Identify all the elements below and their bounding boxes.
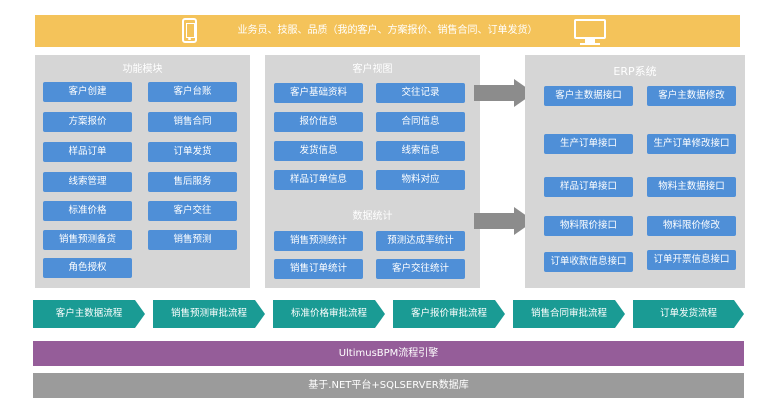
- monitor-stand: [585, 39, 595, 43]
- erp-item-material-limit-api[interactable]: 物料限价接口: [544, 216, 633, 236]
- func-item-lead-management[interactable]: 线索管理: [43, 172, 132, 192]
- func-item-customer-create[interactable]: 客户创建: [43, 82, 132, 102]
- erp-item-production-order-edit-api[interactable]: 生产订单修改接口: [647, 134, 736, 154]
- monitor-icon: [574, 19, 606, 39]
- stats-item-sales-order[interactable]: 销售订单统计: [274, 259, 363, 279]
- cust-item-basic-info[interactable]: 客户基础资料: [274, 83, 363, 103]
- cust-item-sample-order-info[interactable]: 样品订单信息: [274, 170, 363, 190]
- func-item-quotation[interactable]: 方案报价: [43, 112, 132, 132]
- stats-item-customer-contact[interactable]: 客户交往统计: [376, 259, 465, 279]
- erp-title: ERP系统: [613, 65, 657, 78]
- customer-view-title: 客户视图: [352, 64, 393, 75]
- func-item-role-auth[interactable]: 角色授权: [43, 258, 132, 278]
- cust-item-contract-info[interactable]: 合同信息: [376, 112, 465, 132]
- erp-item-customer-master-api[interactable]: 客户主数据接口: [544, 86, 633, 106]
- stats-item-forecast[interactable]: 销售预测统计: [274, 231, 363, 251]
- erp-item-sample-order-api[interactable]: 样品订单接口: [544, 177, 633, 197]
- erp-item-material-limit-edit[interactable]: 物料限价修改: [647, 216, 736, 236]
- erp-item-material-master-api[interactable]: 物料主数据接口: [647, 177, 736, 197]
- cust-item-quote-info[interactable]: 报价信息: [274, 112, 363, 132]
- func-item-customer-ledger[interactable]: 客户台账: [148, 82, 237, 102]
- func-item-forecast[interactable]: 销售预测: [148, 230, 237, 250]
- bpm-engine-bar: UltimusBPM流程引擎: [33, 341, 744, 366]
- erp-item-production-order-api[interactable]: 生产订单接口: [544, 134, 633, 154]
- func-item-sales-contract[interactable]: 销售合同: [148, 112, 237, 132]
- flow-customer-quote-approval[interactable]: 客户报价审批流程: [393, 300, 505, 328]
- erp-item-customer-master-edit[interactable]: 客户主数据修改: [647, 86, 736, 106]
- cust-item-contact-log[interactable]: 交往记录: [376, 83, 465, 103]
- flow-forecast-approval[interactable]: 销售预测审批流程: [153, 300, 265, 328]
- func-item-customer-contact[interactable]: 客户交往: [148, 201, 237, 221]
- cust-item-material-mapping[interactable]: 物料对应: [376, 170, 465, 190]
- cust-item-shipping-info[interactable]: 发货信息: [274, 141, 363, 161]
- func-item-standard-price[interactable]: 标准价格: [43, 201, 132, 221]
- arrow-lower-shaft: [474, 213, 516, 229]
- erp-item-order-invoice-api[interactable]: 订单开票信息接口: [647, 250, 736, 270]
- cust-item-lead-info[interactable]: 线索信息: [376, 141, 465, 161]
- platform-database-bar: 基于.NET平台+SQLSERVER数据库: [33, 373, 744, 398]
- func-item-order-shipping[interactable]: 订单发货: [148, 142, 237, 162]
- func-item-after-sales[interactable]: 售后服务: [148, 172, 237, 192]
- flow-sales-contract-approval[interactable]: 销售合同审批流程: [513, 300, 625, 328]
- flow-standard-price-approval[interactable]: 标准价格审批流程: [273, 300, 385, 328]
- func-item-sample-order[interactable]: 样品订单: [43, 142, 132, 162]
- flow-order-shipping[interactable]: 订单发货流程: [633, 300, 744, 328]
- monitor-base: [580, 43, 600, 45]
- arrow-upper-shaft: [474, 85, 516, 101]
- top-banner-text: 业务员、技服、品质（我的客户、方案报价、销售合同、订单发货）: [237, 25, 538, 36]
- data-stats-title: 数据统计: [352, 211, 393, 222]
- phone-icon: [182, 18, 197, 43]
- top-banner: [35, 15, 740, 47]
- func-item-forecast-stock[interactable]: 销售预测备货: [43, 230, 132, 250]
- flow-customer-master[interactable]: 客户主数据流程: [33, 300, 145, 328]
- function-module-title: 功能模块: [122, 64, 163, 75]
- stats-item-forecast-rate[interactable]: 预测达成率统计: [376, 231, 465, 251]
- erp-item-order-receipt-api[interactable]: 订单收款信息接口: [544, 252, 633, 272]
